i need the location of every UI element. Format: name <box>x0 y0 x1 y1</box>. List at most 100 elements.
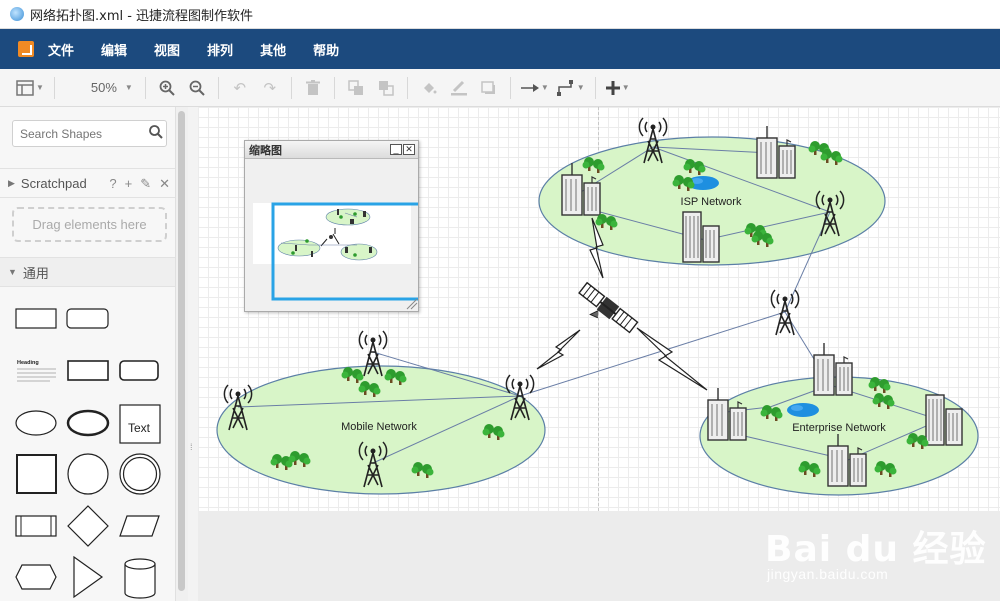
zoom-level[interactable]: 50% <box>90 80 117 95</box>
satellite-icon[interactable] <box>573 281 639 340</box>
sidebar-scrollbar-thumb[interactable] <box>178 111 185 591</box>
add-icon[interactable]: + <box>124 176 133 191</box>
to-front-icon <box>348 79 363 95</box>
overview-title: 缩略图 <box>249 143 282 157</box>
toolbar-divider <box>509 76 511 99</box>
chevron-down-icon: ▼ <box>621 83 630 92</box>
triangle-shape[interactable] <box>73 555 104 599</box>
enterprise-network-label[interactable]: Enterprise Network <box>792 422 886 434</box>
toolbar: ▼ 50% ▼ ↶ ↷ ▼ ▼ ▼ <box>0 69 1000 107</box>
delete-button[interactable] <box>302 76 324 100</box>
overview-titlebar[interactable]: 缩略图 <box>245 141 418 159</box>
to-back-button[interactable] <box>375 76 397 100</box>
resize-grip-icon <box>406 298 418 310</box>
watermark-brand: Bai du 经验 <box>765 529 987 570</box>
splitter-grip-icon: ⁞ <box>190 442 193 452</box>
process-shape[interactable] <box>15 515 57 537</box>
rounded-rectangle-shape[interactable] <box>66 308 109 329</box>
line-color-button[interactable] <box>448 76 470 100</box>
scratchpad-dropzone[interactable]: Drag elements here <box>12 207 167 242</box>
cylinder-shape[interactable] <box>124 558 156 599</box>
toolbar-divider <box>290 76 292 99</box>
window-title: 网络拓扑图.xml - 迅捷流程图制作软件 <box>30 8 254 24</box>
undo-button[interactable]: ↶ <box>229 76 251 100</box>
waypoint-icon <box>556 79 573 96</box>
menu-arrange[interactable]: 排列 <box>207 43 234 59</box>
redo-button[interactable]: ↷ <box>259 76 281 100</box>
insert-button[interactable]: ▼ <box>605 76 630 100</box>
close-icon[interactable]: ✕ <box>403 144 415 155</box>
to-back-icon <box>378 80 394 96</box>
sidebar-scrollbar[interactable] <box>176 107 188 601</box>
rounded-rectangle-bold-shape[interactable] <box>119 360 159 381</box>
format-panel-button[interactable]: ▼ <box>16 76 44 100</box>
search-shapes-input[interactable] <box>12 120 167 147</box>
shape-palette: Heading Text <box>0 297 175 601</box>
chevron-down-icon: ▼ <box>36 83 44 92</box>
shape-grid: Heading <box>15 308 161 599</box>
menu-bar: 文件 编辑 视图 排列 其他 帮助 <box>0 29 1000 69</box>
help-icon[interactable]: ? <box>109 176 117 191</box>
expand-triangle-icon: ▼ <box>8 267 17 277</box>
undo-icon: ↶ <box>233 79 247 97</box>
app-icon <box>10 7 24 21</box>
sidebar-splitter[interactable]: ⁞ <box>188 107 198 601</box>
window-titlebar: 网络拓扑图.xml - 迅捷流程图制作软件 <box>0 0 1000 29</box>
baidu-jingyan-watermark: Bai du 经验 jingyan.baidu.com <box>765 512 995 592</box>
scratchpad-label: Scratchpad <box>20 175 87 191</box>
zoom-out-icon <box>189 80 205 96</box>
chevron-down-icon: ▼ <box>576 83 585 92</box>
isp-network-cloud[interactable] <box>538 136 886 266</box>
shadow-icon <box>481 80 495 94</box>
search-icon[interactable] <box>148 124 164 140</box>
edit-pencil-icon[interactable]: ✎ <box>140 176 152 191</box>
zoom-out-button[interactable] <box>186 76 208 100</box>
diamond-shape[interactable] <box>67 505 109 547</box>
mobile-network-label[interactable]: Mobile Network <box>341 421 417 433</box>
minimize-icon[interactable]: _ <box>390 144 402 155</box>
toolbar-divider <box>406 76 408 99</box>
overview-window[interactable]: 缩略图 _ ✕ <box>244 140 419 312</box>
close-icon[interactable]: ✕ <box>159 176 170 191</box>
wireless-link-bolt <box>536 329 581 370</box>
building-icon <box>756 125 796 179</box>
square-bold-shape[interactable] <box>16 454 57 494</box>
chevron-down-icon: ▼ <box>540 83 549 92</box>
shadow-button[interactable] <box>478 76 500 100</box>
hexagon-shape[interactable] <box>15 564 57 590</box>
general-label: 通用 <box>22 265 49 281</box>
trash-icon <box>305 79 320 95</box>
heading-shape[interactable]: Heading <box>17 360 56 382</box>
zoom-dropdown-icon[interactable]: ▼ <box>124 83 133 92</box>
toolbar-divider <box>217 76 219 99</box>
building-icon <box>813 342 853 396</box>
rectangle-bold-shape[interactable] <box>67 360 109 381</box>
text-shape[interactable]: Text <box>128 421 151 435</box>
menu-extras[interactable]: 其他 <box>260 43 287 59</box>
building-icon <box>925 394 963 446</box>
square-shape[interactable] <box>119 404 161 444</box>
ellipse-shape[interactable] <box>15 410 57 436</box>
to-front-button[interactable] <box>345 76 367 100</box>
menu-edit[interactable]: 编辑 <box>101 43 128 59</box>
menu-help[interactable]: 帮助 <box>313 43 340 59</box>
collapse-triangle-icon: ▶ <box>8 177 15 188</box>
connection-style-button[interactable]: ▼ <box>520 76 549 100</box>
circle-shape[interactable] <box>67 453 109 495</box>
panel-layout-icon <box>16 79 34 96</box>
general-header[interactable]: ▼ 通用 <box>0 257 175 287</box>
scratchpad-header[interactable]: ▶ Scratchpad ? + ✎ ✕ <box>0 168 175 198</box>
rectangle-shape[interactable] <box>15 308 57 329</box>
isp-network-label[interactable]: ISP Network <box>681 196 742 208</box>
double-circle-shape[interactable] <box>119 453 161 495</box>
toolbar-divider <box>53 76 55 99</box>
shapes-sidebar: ▶ Scratchpad ? + ✎ ✕ Drag elements here … <box>0 107 176 601</box>
menu-view[interactable]: 视图 <box>154 43 181 59</box>
ellipse-bold-shape[interactable] <box>66 409 110 437</box>
zoom-in-button[interactable] <box>156 76 178 100</box>
fill-color-button[interactable] <box>418 76 440 100</box>
menu-file[interactable]: 文件 <box>48 43 75 59</box>
parallelogram-shape[interactable] <box>119 515 160 537</box>
waypoints-button[interactable]: ▼ <box>556 76 585 100</box>
